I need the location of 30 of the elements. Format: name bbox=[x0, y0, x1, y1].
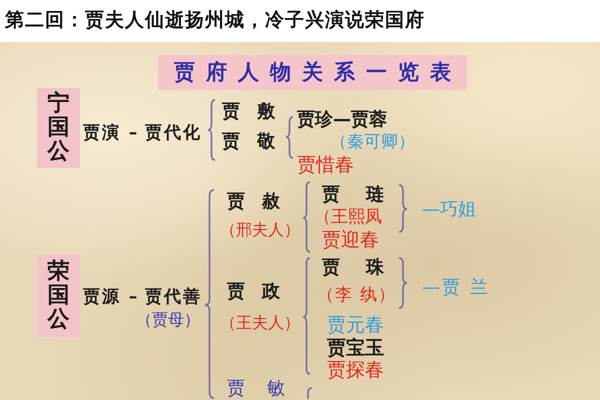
person-name: —贾 兰 bbox=[422, 276, 488, 300]
banner-box bbox=[158, 55, 467, 90]
spouse-name: （邢夫人） bbox=[220, 220, 300, 240]
page-heading: 第二回：贾夫人仙逝扬州城，冷子兴演说荣国府 bbox=[5, 8, 425, 32]
spouse-name: （贾母） bbox=[136, 310, 200, 330]
banner-title: 贾府人物关系一览表 bbox=[173, 60, 462, 86]
person-name: 贾 敏 bbox=[227, 377, 285, 400]
person-name: 贾 敬 bbox=[222, 130, 275, 154]
person-name: 贾惜春 bbox=[297, 152, 354, 178]
lineage-text: 贾珍—贾蓉 bbox=[297, 108, 387, 132]
person-name: 贾探春 bbox=[327, 358, 384, 382]
spouse-name: （王熙凤 bbox=[314, 206, 382, 228]
rank-title: 宁国公 bbox=[48, 92, 70, 164]
lineage-text: 贾演 – 贾代化 bbox=[83, 122, 200, 144]
person-name: 贾迎春 bbox=[322, 228, 379, 252]
person-name: 贾宝玉 bbox=[327, 336, 384, 360]
person-name: 贾 珠 bbox=[322, 256, 384, 280]
lineage-text: 贾源 – 贾代善 bbox=[83, 286, 200, 308]
person-name: 贾元春 bbox=[327, 312, 384, 338]
spouse-name: （秦可卿） bbox=[330, 130, 415, 154]
spouse-name: （李 纨） bbox=[317, 284, 395, 306]
person-name: 贾 敷 bbox=[222, 100, 275, 124]
person-name: —巧姐 bbox=[422, 198, 476, 222]
rank-box bbox=[37, 255, 80, 337]
person-name: 贾 琏 bbox=[322, 183, 384, 207]
rank-title: 荣国公 bbox=[48, 260, 70, 332]
person-name: 贾 赦 bbox=[227, 190, 280, 214]
rank-box bbox=[37, 88, 80, 168]
spouse-name: （王夫人） bbox=[220, 312, 300, 334]
person-name: 贾 政 bbox=[227, 280, 280, 304]
